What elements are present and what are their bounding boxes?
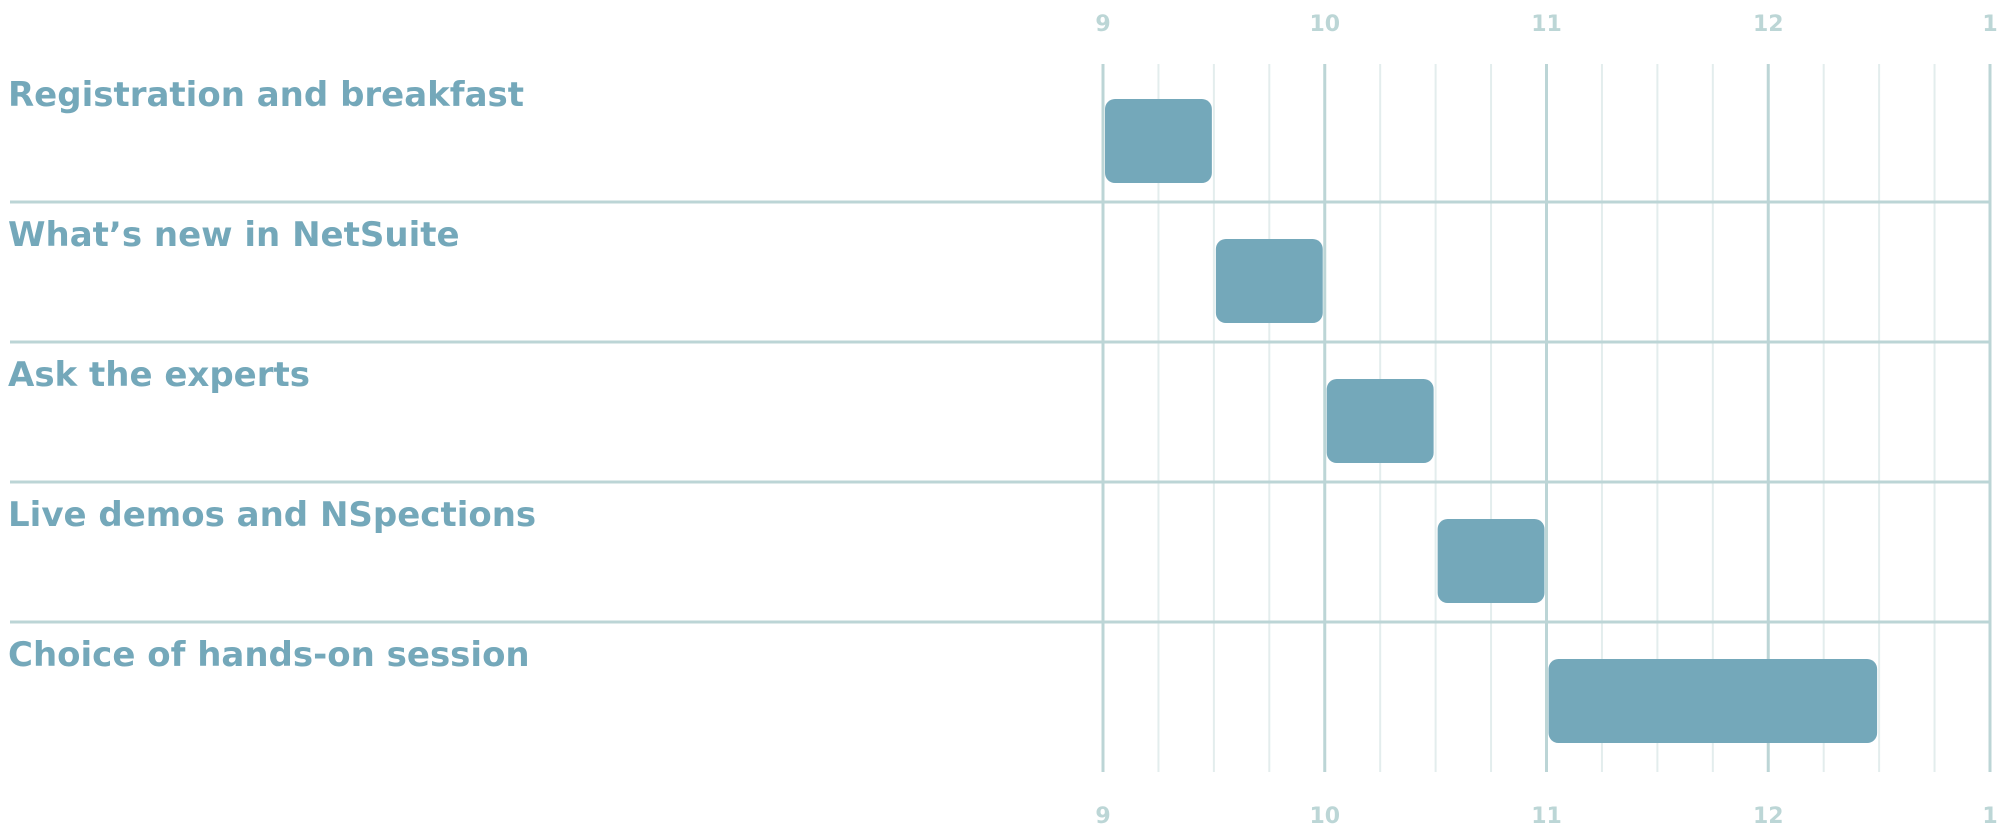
task-bar — [1215, 239, 1323, 323]
x-tick-labels-top: 9 10 11 12 1 — [1095, 12, 1997, 37]
task-bars — [1105, 99, 1878, 743]
x-tick-label-bottom: 1 — [1982, 804, 1997, 829]
task-bar — [1105, 99, 1212, 183]
task-bar — [1326, 379, 1434, 463]
x-tick-label-top: 1 — [1982, 12, 1997, 37]
task-bar — [1437, 519, 1545, 603]
task-label: Ask the experts — [8, 355, 310, 395]
x-tick-labels-bottom: 9 10 11 12 1 — [1095, 804, 1997, 829]
x-tick-label-bottom: 10 — [1309, 804, 1340, 829]
x-tick-label-top: 12 — [1753, 12, 1784, 37]
x-tick-label-top: 10 — [1309, 12, 1340, 37]
task-label: What’s new in NetSuite — [8, 215, 460, 255]
x-tick-label-bottom: 12 — [1753, 804, 1784, 829]
x-tick-label-bottom: 9 — [1095, 804, 1110, 829]
task-label: Choice of hands-on session — [8, 635, 530, 675]
x-tick-label-top: 11 — [1531, 12, 1562, 37]
x-tick-label-top: 9 — [1095, 12, 1110, 37]
grid-lines — [1101, 64, 1992, 772]
row-dividers — [10, 200, 1990, 624]
task-label: Live demos and NSpections — [8, 495, 536, 535]
x-tick-label-bottom: 11 — [1531, 804, 1562, 829]
task-label: Registration and breakfast — [8, 75, 524, 115]
task-bar — [1548, 659, 1878, 743]
